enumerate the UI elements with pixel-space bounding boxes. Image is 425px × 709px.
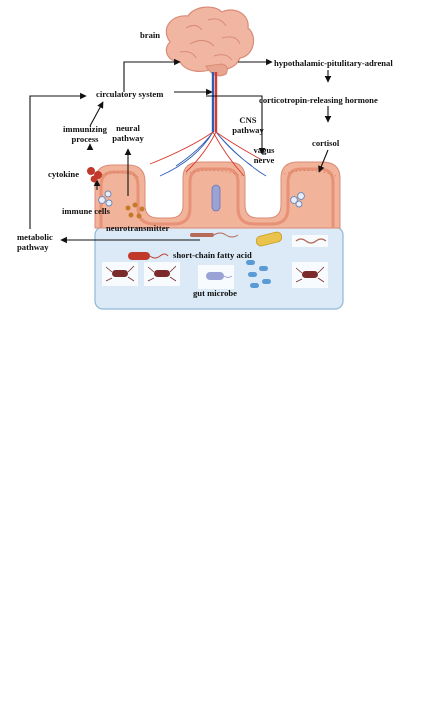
label-circulatory-system: circulatory system bbox=[96, 89, 164, 99]
label-cns-pathway: CNS pathway bbox=[228, 115, 268, 135]
label-metabolic-line1: metabolic bbox=[17, 232, 53, 242]
label-cortisol: cortisol bbox=[312, 138, 340, 148]
label-neural-pathway: neural pathway bbox=[108, 123, 148, 143]
label-immunizing-line2: process bbox=[71, 134, 99, 144]
label-brain: brain bbox=[140, 30, 161, 40]
label-cytokine: cytokine bbox=[48, 169, 80, 179]
label-cns-line2: pathway bbox=[232, 125, 264, 135]
label-metabolic-line2: pathway bbox=[17, 242, 49, 252]
label-neural-line1: neural bbox=[116, 123, 140, 133]
immune-cells-icon bbox=[98, 190, 113, 207]
label-cns-line1: CNS bbox=[239, 115, 257, 125]
label-immune-cells: immune cells bbox=[62, 206, 110, 216]
brain-illustration bbox=[165, 6, 255, 77]
label-gut-microbe: gut microbe bbox=[193, 288, 237, 298]
gut-microbes-icon bbox=[102, 231, 328, 289]
label-vagus-line2: nerve bbox=[253, 155, 275, 165]
neurotransmitter-icon bbox=[125, 202, 145, 219]
vagus-vessels bbox=[149, 72, 267, 177]
villus-microbe-icon bbox=[211, 184, 305, 212]
label-immunizing-line1: immunizing bbox=[63, 124, 107, 134]
label-crh: corticotropin-releasing hormone bbox=[259, 95, 378, 105]
label-hpa: hypothalamic-pitulitary-adrenal bbox=[274, 58, 393, 68]
pathway-arrows bbox=[29, 58, 332, 244]
cytokine-icon bbox=[87, 167, 102, 183]
label-neural-line2: pathway bbox=[112, 133, 144, 143]
label-short-chain-fatty-acid: short-chain fatty acid bbox=[173, 250, 252, 260]
label-metabolic-pathway: metabolic pathway bbox=[17, 232, 53, 252]
label-vagus-line1: vagus bbox=[253, 145, 275, 155]
label-vagus-nerve: vagus nerve bbox=[246, 145, 282, 165]
label-immunizing-process: immunizing process bbox=[56, 124, 114, 144]
label-neurotransmitter: neurotransmitter bbox=[106, 223, 170, 233]
